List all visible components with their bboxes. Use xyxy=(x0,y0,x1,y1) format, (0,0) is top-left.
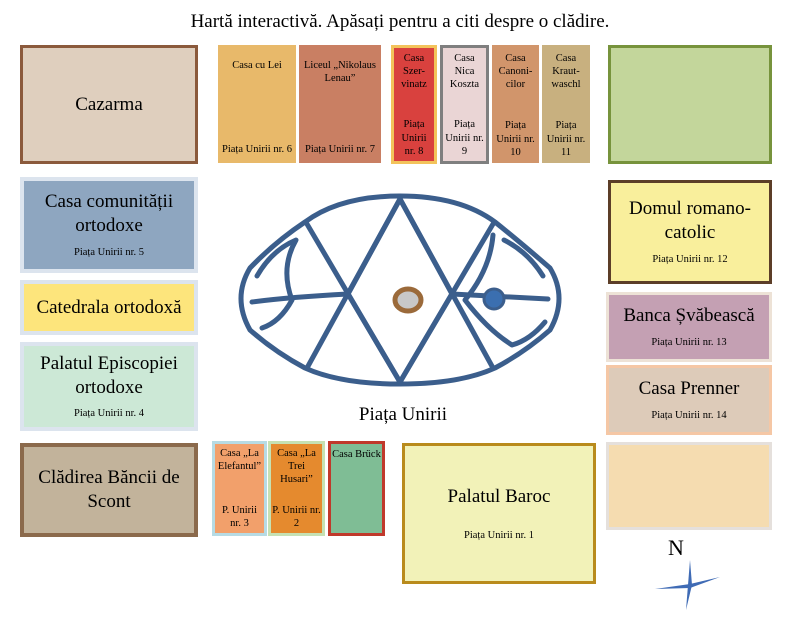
building-name: Banca Șvăbească xyxy=(623,305,755,327)
building-name: Casa Szer-vinatz xyxy=(401,53,427,91)
building-name: Palatul Baroc xyxy=(447,485,551,507)
building-address: Piața Unirii nr. 9 xyxy=(445,119,484,158)
path-lower-right xyxy=(397,221,496,385)
north-label: N xyxy=(668,535,684,560)
compass-star-icon xyxy=(655,560,720,610)
building-address: Piața Unirii nr. 7 xyxy=(305,144,375,156)
building-address: Piața Unirii nr. 5 xyxy=(74,246,144,258)
building-casa-bruck[interactable]: Casa Brück xyxy=(328,441,385,536)
building-name: Casa Canoni-cilor xyxy=(498,53,533,91)
building-green-plot[interactable] xyxy=(608,45,772,164)
building-name: Domul romano-catolic xyxy=(629,198,751,244)
building-name: Palatul Episcopiei ortodoxe xyxy=(40,352,178,398)
path-upper-right xyxy=(397,196,496,371)
building-address: P. Unirii nr. 2 xyxy=(272,504,321,530)
building-peach-plot[interactable] xyxy=(606,442,772,530)
building-casa-nica-koszta[interactable]: Casa Nica Koszta Piața Unirii nr. 9 xyxy=(440,45,489,164)
building-name: Casa Nica Koszta xyxy=(449,53,480,91)
building-name: Casa „La Elefantul” xyxy=(217,448,262,473)
map-title: Hartă interactivă. Apăsați pentru a citi… xyxy=(190,11,610,32)
building-address: Piața Unirii nr. 11 xyxy=(546,120,586,159)
building-address: P. Unirii nr. 3 xyxy=(221,504,257,530)
building-name: Clădirea Băncii de Scont xyxy=(38,467,180,512)
fountain[interactable] xyxy=(392,286,424,314)
path-west xyxy=(249,291,351,305)
building-name: Casa Kraut-waschl xyxy=(551,53,581,91)
building-casa-prenner[interactable]: Casa Prenner Piața Unirii nr. 14 xyxy=(606,365,772,435)
building-address: Piața Unirii nr. 4 xyxy=(74,408,144,420)
building-address: Piața Unirii nr. 10 xyxy=(496,120,535,159)
building-banca-svabeasca[interactable]: Banca Șvăbească Piața Unirii nr. 13 xyxy=(606,292,772,362)
building-palatul-baroc[interactable]: Palatul Baroc Piața Unirii nr. 1 xyxy=(402,443,596,584)
building-cazarma[interactable]: Cazarma xyxy=(20,45,198,164)
building-banca-de-scont[interactable]: Clădirea Băncii de Scont xyxy=(20,443,198,537)
building-casa-la-trei-husari[interactable]: Casa „La Trei Husari” P. Unirii nr. 2 xyxy=(268,441,325,536)
building-address: Piața Unirii nr. 12 xyxy=(652,253,728,265)
building-address: Piața Unirii nr. 1 xyxy=(464,529,534,541)
building-catedrala-ortodoxa[interactable]: Catedrala ortodoxă xyxy=(20,280,198,335)
building-name: Casa Prenner xyxy=(638,378,740,400)
building-name: Casa „La Trei Husari” xyxy=(277,448,316,486)
square-label: Piața Unirii xyxy=(358,404,448,425)
building-casa-cu-lei[interactable]: Casa cu Lei Piața Unirii nr. 6 xyxy=(218,45,296,163)
building-name: Catedrala ortodoxă xyxy=(36,296,182,318)
building-name: Casa comunității ortodoxe xyxy=(44,191,174,237)
inner-arc-east xyxy=(462,232,548,348)
building-casa-comunitatii[interactable]: Casa comunității ortodoxe Piața Unirii n… xyxy=(20,177,198,273)
building-domul-romano-catolic[interactable]: Domul romano-catolic Piața Unirii nr. 12 xyxy=(608,180,772,284)
building-casa-canonicilor[interactable]: Casa Canoni-cilor Piața Unirii nr. 10 xyxy=(492,45,539,163)
path-lower-left xyxy=(304,221,403,385)
building-address: Piața Unirii nr. 8 xyxy=(401,119,427,158)
inner-arc-west xyxy=(254,237,299,331)
building-casa-la-elefantul[interactable]: Casa „La Elefantul” P. Unirii nr. 3 xyxy=(212,441,267,536)
building-address: Piața Unirii nr. 14 xyxy=(651,410,727,422)
path-upper-left xyxy=(304,196,403,371)
building-name: Casa Brück xyxy=(332,449,381,460)
building-casa-krautwaschl[interactable]: Casa Kraut-waschl Piața Unirii nr. 11 xyxy=(542,45,590,163)
plague-column[interactable] xyxy=(482,287,506,311)
building-palatul-episcopiei[interactable]: Palatul Episcopiei ortodoxe Piața Unirii… xyxy=(20,342,198,431)
building-name: Liceul „Nikolaus Lenau” xyxy=(303,60,377,85)
building-name: Cazarma xyxy=(75,93,143,115)
building-casa-szervinatz[interactable]: Casa Szer-vinatz Piața Unirii nr. 8 xyxy=(391,45,437,164)
building-address: Piața Unirii nr. 6 xyxy=(222,144,292,156)
building-name: Casa cu Lei xyxy=(232,60,282,71)
building-address: Piața Unirii nr. 13 xyxy=(651,337,727,349)
building-liceul-lenau[interactable]: Liceul „Nikolaus Lenau” Piața Unirii nr.… xyxy=(299,45,381,163)
